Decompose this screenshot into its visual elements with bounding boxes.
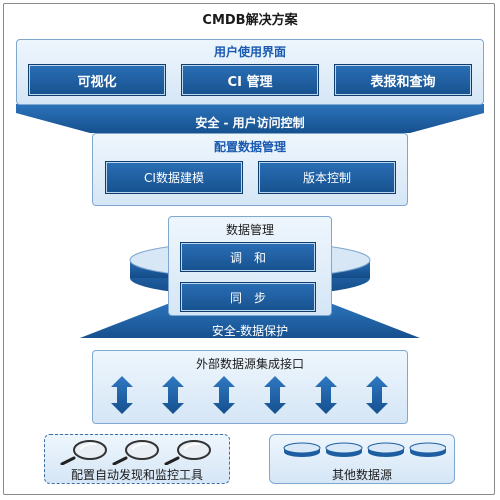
bidirectional-arrow-icon (111, 376, 133, 414)
ui-layer-heading: 用户使用界面 (213, 45, 286, 59)
ci-modeling-box: CI数据建模 (105, 161, 243, 194)
database-disk-icon (325, 442, 363, 457)
reports-query-box: 表报和查询 (334, 64, 472, 96)
bidirectional-arrow-icon (264, 376, 286, 414)
data-mgmt-heading: 数据管理 (225, 223, 274, 237)
database-disk-icon (409, 442, 446, 457)
external-integration-heading: 外部数据源集成接口 (195, 357, 304, 371)
magnifier-icon (164, 440, 211, 465)
external-integration-panel (92, 350, 408, 424)
outer-frame (3, 3, 495, 495)
ci-management-box: CI 管理 (181, 64, 319, 96)
security-data-protection: 安全-数据保护 (211, 324, 289, 338)
sync-box: 同 步 (180, 282, 316, 312)
version-control-box: 版本控制 (258, 161, 396, 194)
security-user-access: 安全 - 用户访问控制 (195, 116, 305, 130)
arrow-row (111, 376, 388, 414)
magnifier-icon (112, 440, 159, 465)
bidirectional-arrow-icon (366, 376, 388, 414)
database-disk-icon (367, 442, 405, 457)
magnifier-icon (60, 440, 107, 465)
discovery-tools-label: 配置自动发现和监控工具 (70, 468, 203, 482)
database-disk-icon (283, 442, 321, 457)
bidirectional-arrow-icon (162, 376, 184, 414)
diagram-title: CMDB解决方案 (202, 13, 298, 28)
database-icons (283, 442, 446, 457)
config-mgmt-heading: 配置数据管理 (213, 140, 286, 154)
security-funnel-top (16, 104, 484, 133)
security-funnel-bottom (80, 303, 420, 338)
reconcile-box: 调 和 (180, 242, 316, 272)
bidirectional-arrow-icon (213, 376, 235, 414)
visualization-box: 可视化 (28, 64, 166, 96)
magnifier-icons (60, 440, 211, 465)
other-sources-label: 其他数据源 (331, 468, 392, 482)
other-sources-panel (269, 434, 455, 484)
bidirectional-arrow-icon (315, 376, 337, 414)
